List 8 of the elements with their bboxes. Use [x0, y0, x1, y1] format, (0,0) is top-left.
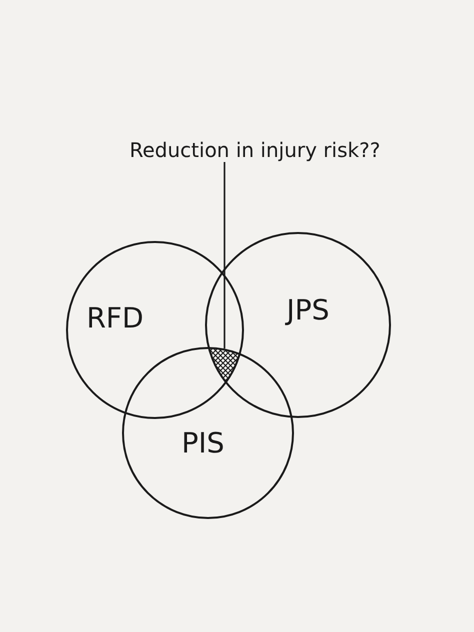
annotation-text: Reduction in injury risk?? [130, 138, 380, 162]
set-label: RFD [86, 302, 144, 334]
leader-line [224, 162, 226, 348]
set-label: PIS [182, 426, 224, 460]
venn-circle [122, 347, 294, 519]
venn-circle [205, 232, 391, 418]
set-label: JPS [286, 294, 330, 326]
venn-circle [66, 241, 244, 419]
